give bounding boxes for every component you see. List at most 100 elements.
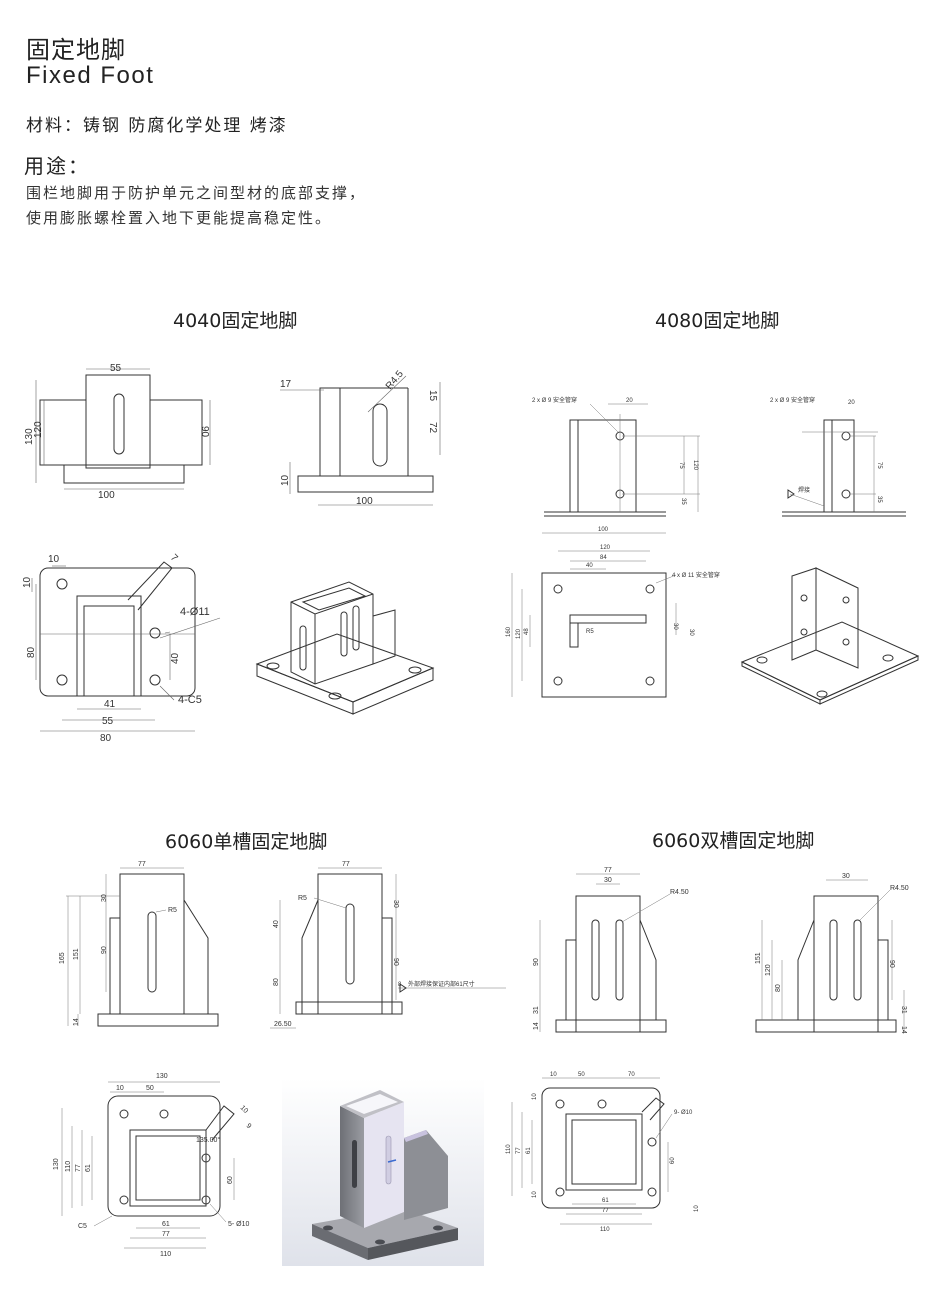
dim-6060s-77: 77 — [138, 861, 146, 868]
dim-6060d-side-120: 120 — [765, 964, 772, 976]
dim-side-20: 20 — [848, 400, 855, 406]
dim-6060s-top-10: 10 — [116, 1085, 124, 1092]
dim-6060s-top-50: 50 — [146, 1085, 154, 1092]
section-title-6060-single: 6060单槽固定地脚 — [165, 831, 328, 853]
section-title-6060-double: 6060双槽固定地脚 — [652, 830, 815, 852]
dim-6060d-top-110: 110 — [506, 1144, 512, 1154]
dim-6060d-side-r4-5: R4.50 — [890, 885, 909, 892]
dim-6060d-side-151: 151 — [755, 952, 762, 964]
dim-top-10b: 10 — [22, 576, 33, 588]
dim-6060d-top-61: 61 — [526, 1147, 532, 1154]
dim-6060s-top-60: 60 — [227, 1176, 234, 1184]
dim-4080-75: 75 — [678, 462, 684, 469]
dim-chamfer: 4-C5 — [178, 694, 202, 706]
dim-6060d-r4-5: R4.50 — [670, 889, 689, 896]
dim-6060s-side-80: 80 — [273, 978, 280, 986]
dim-6060s-165: 165 — [59, 952, 66, 964]
note-holes: 2 x Ø 9 安全管穿 — [532, 396, 577, 404]
dim-130: 130 — [24, 428, 35, 445]
dim-6060d-top-60: 60 — [670, 1157, 676, 1164]
dim-top-40-4080: 40 — [586, 563, 593, 569]
dim-side-75: 75 — [876, 462, 882, 469]
drawing-6060s-side: 77 R5 30 40 90 80 8 外部焊接保证内部61尺寸 26.50 — [270, 861, 506, 1029]
page-title-en: Fixed Foot — [26, 62, 155, 89]
dim-top-160: 160 — [506, 626, 512, 637]
dim-6060s-side-77: 77 — [342, 861, 350, 868]
drawing-4040-iso — [255, 581, 435, 715]
dim-6060s-top-61: 61 — [85, 1164, 92, 1172]
drawing-4040-top: 10 10 7 4-Ø11 80 40 41 55 80 4-C5 — [22, 552, 221, 744]
drawing-4040-front: 55 130 120 90 100 — [24, 363, 211, 501]
drawing-6060d-top: 10 50 70 10 110 77 61 10 60 9- Ø10 10 61… — [506, 1072, 700, 1233]
dim-6060s-top-77b: 77 — [162, 1231, 170, 1238]
dim-weld-8: 8 — [398, 982, 402, 988]
dim-top-10a: 10 — [48, 554, 60, 565]
dim-top-80b: 80 — [100, 733, 112, 744]
dim-4080-20: 20 — [626, 398, 633, 404]
dim-top-48: 48 — [524, 628, 530, 635]
dim-6060d-side-30: 30 — [842, 873, 850, 880]
dim-4080-35: 35 — [680, 498, 686, 505]
dim-6060d-side-14: 14 — [900, 1026, 907, 1034]
drawing-4080-front: 2 x Ø 9 安全管穿 20 75 120 35 — [532, 396, 700, 517]
drawing-6060s-front: 77 165 151 30 90 R5 14 — [59, 861, 219, 1027]
dim-6060s-top-10b: 10 — [239, 1104, 250, 1115]
dim-top-55: 55 — [102, 716, 114, 727]
dim-55: 55 — [110, 363, 122, 374]
dim-top-120v: 120 — [516, 628, 522, 639]
dim-6060s-top-130v: 130 — [53, 1158, 60, 1170]
dim-6060s-side-r5: R5 — [298, 895, 307, 902]
usage-heading: 用途： — [24, 154, 90, 178]
dim-17: 17 — [280, 379, 292, 390]
dim-100b: 100 — [356, 496, 373, 507]
dim-120: 120 — [33, 421, 44, 438]
dim-6060d-top-70: 70 — [628, 1072, 635, 1078]
dim-top-r5: R5 — [586, 629, 594, 635]
dim-6060s-side-40: 40 — [273, 920, 280, 928]
dim-6060s-r5: R5 — [168, 907, 177, 914]
dim-6060s-14: 14 — [73, 1018, 80, 1026]
usage-line-1: 围栏地脚用于防护单元之间型材的底部支撑， — [26, 184, 367, 202]
dim-4080-120: 120 — [692, 460, 698, 471]
dim-15: 15 — [427, 390, 438, 402]
dim-6060s-side-90: 90 — [392, 958, 399, 966]
dim-6060d-top-77: 77 — [516, 1147, 522, 1154]
drawing-6060d-front: 77 30 R4.50 90 31 14 — [533, 867, 689, 1033]
dim-6060d-top-61b: 61 — [602, 1198, 609, 1204]
dim-6060s-top-9: 9 — [245, 1122, 253, 1130]
dim-top-30: 30 — [672, 623, 678, 630]
dim-6060d-top-50: 50 — [578, 1072, 585, 1078]
note-4-holes: 4 x Ø 11 安全管穿 — [672, 571, 720, 579]
dim-6060s-top-61b: 61 — [162, 1221, 170, 1228]
dim-6060s-top-110: 110 — [65, 1161, 72, 1172]
dim-6060s-side-26-50: 26.50 — [274, 1021, 292, 1028]
dim-90: 90 — [199, 426, 210, 438]
drawing-4040-side: 17 R4.5 15 72 10 100 — [280, 368, 441, 507]
dim-side-35: 35 — [876, 496, 882, 503]
dim-6060d-90: 90 — [533, 958, 540, 966]
dim-6060d-top-10v: 10 — [532, 1093, 538, 1100]
dim-6060d-14: 14 — [533, 1022, 540, 1030]
dim-6060d-top-110b: 110 — [600, 1227, 610, 1233]
dim-6060d-side-90: 90 — [888, 960, 895, 968]
dim-6060s-30: 30 — [101, 894, 108, 902]
dim-6060d-top-10: 10 — [550, 1072, 557, 1078]
weld-note-6060: 外部焊接保证内部61尺寸 — [408, 980, 475, 988]
page-title-cn: 固定地脚 — [26, 36, 126, 64]
section-title-4080: 4080固定地脚 — [655, 310, 780, 332]
dim-6060s-151: 151 — [73, 948, 80, 960]
usage-description: 围栏地脚用于防护单元之间型材的底部支撑， 使用膨胀螺栓置入地下更能提高稳定性。 — [26, 181, 366, 231]
drawing-6060s-render — [282, 1078, 484, 1266]
dim-6060d-top-holes: 9- Ø10 — [674, 1110, 693, 1116]
drawing-4080-iso — [740, 567, 920, 705]
dim-10: 10 — [280, 474, 291, 486]
dim-top-40: 40 — [170, 652, 181, 664]
weld-note: 焊接 — [798, 486, 810, 494]
usage-line-2: 使用膨胀螺栓置入地下更能提高稳定性。 — [26, 209, 333, 227]
dim-6060d-30: 30 — [604, 877, 612, 884]
drawing-4080-top: 100 120 84 40 4 x Ø 11 安全管穿 160 120 48 R… — [506, 527, 720, 698]
dim-72: 72 — [427, 422, 438, 434]
dim-6060s-top-110b: 110 — [160, 1251, 171, 1258]
drawing-6060d-side: 30 R4.50 151 120 80 90 31 14 — [755, 873, 909, 1034]
dim-100: 100 — [98, 490, 115, 501]
